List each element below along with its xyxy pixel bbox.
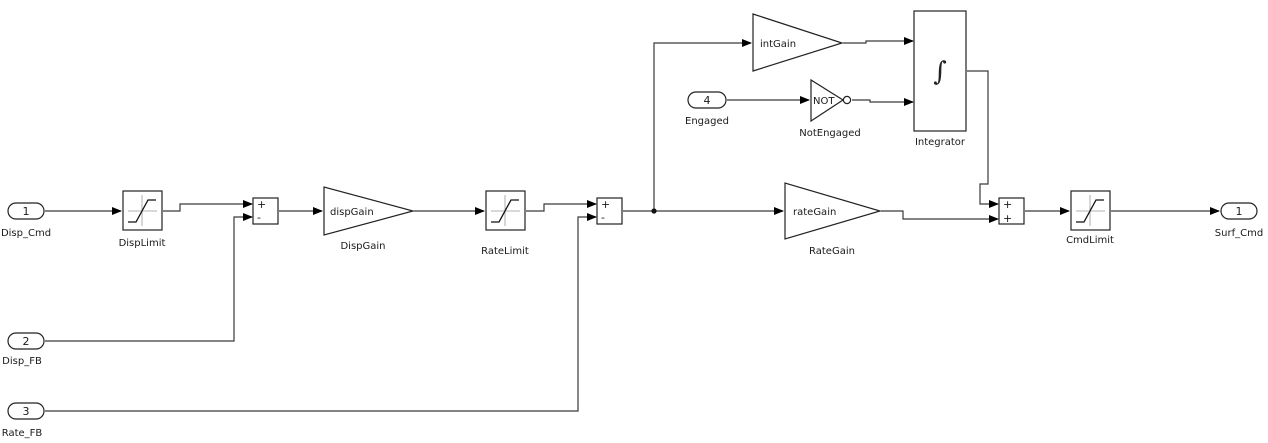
saturation-icon bbox=[128, 195, 157, 226]
saturation-block-ratelimit[interactable]: RateLimit bbox=[481, 190, 529, 257]
block-label: DispLimit bbox=[119, 238, 166, 249]
gain-block-intgain[interactable]: intGain bbox=[752, 13, 844, 72]
gain-block-dispgain[interactable]: dispGain DispGain bbox=[323, 186, 416, 252]
sum-sign: - bbox=[601, 211, 605, 224]
inport-number: 2 bbox=[23, 335, 30, 348]
signal-lines bbox=[45, 37, 1220, 412]
integrator-block[interactable]: ∫ Integrator bbox=[913, 10, 967, 148]
inport-engaged[interactable]: 4 Engaged bbox=[685, 91, 729, 127]
gain-param: rateGain bbox=[793, 207, 836, 218]
saturation-icon bbox=[491, 195, 520, 226]
branch-point bbox=[651, 208, 657, 214]
block-label: RateLimit bbox=[481, 246, 529, 257]
line-dispfb-sum1 bbox=[45, 213, 253, 342]
integral-icon: ∫ bbox=[933, 57, 947, 87]
line-displimit-sum1 bbox=[163, 200, 253, 212]
line-intgain-integrator bbox=[843, 37, 914, 45]
logic-op: NOT bbox=[813, 96, 835, 107]
inport-label: Disp_FB bbox=[2, 356, 42, 367]
block-label: DispGain bbox=[340, 241, 385, 252]
sum-sign: + bbox=[257, 198, 266, 211]
inport-label: Disp_Cmd bbox=[1, 228, 51, 239]
saturation-block-displimit[interactable]: DispLimit bbox=[119, 190, 166, 249]
sum-sign: + bbox=[601, 198, 610, 211]
block-label: CmdLimit bbox=[1066, 235, 1114, 246]
block-label: NotEngaged bbox=[799, 128, 861, 139]
inport-label: Engaged bbox=[685, 116, 729, 127]
inport-number: 3 bbox=[23, 405, 30, 418]
inport-label: Rate_FB bbox=[2, 428, 43, 439]
line-rategain-sum3 bbox=[881, 210, 999, 223]
outport-label: Surf_Cmd bbox=[1215, 228, 1263, 239]
inport-rate-fb[interactable]: 3 Rate_FB bbox=[2, 402, 45, 439]
inport-number: 1 bbox=[23, 205, 30, 218]
sum-sign: + bbox=[1003, 212, 1012, 225]
line-ratelimit-sum2 bbox=[526, 200, 597, 212]
outport-surf-cmd[interactable]: 1 Surf_Cmd bbox=[1215, 202, 1263, 239]
line-not-integrator bbox=[852, 98, 914, 106]
line-branch-intgain bbox=[653, 39, 752, 211]
outport-number: 1 bbox=[1236, 205, 1243, 218]
inport-disp-fb[interactable]: 2 Disp_FB bbox=[2, 332, 45, 367]
not-bubble bbox=[842, 95, 852, 105]
sum-block-2[interactable]: + - bbox=[596, 197, 623, 225]
saturation-block-cmdlimit[interactable]: CmdLimit bbox=[1066, 190, 1114, 246]
gain-block-rategain[interactable]: rateGain RateGain bbox=[784, 182, 883, 257]
sum-sign: + bbox=[1003, 198, 1012, 211]
sum-sign: - bbox=[257, 211, 261, 224]
line-ratefb-sum2 bbox=[45, 213, 597, 412]
line-integrator-sum3 bbox=[967, 70, 999, 208]
saturation-icon bbox=[1076, 195, 1105, 226]
gain-param: intGain bbox=[760, 39, 796, 50]
inport-number: 4 bbox=[704, 94, 711, 107]
inport-disp-cmd[interactable]: 1 Disp_Cmd bbox=[1, 202, 51, 239]
block-label: RateGain bbox=[809, 246, 855, 257]
sum-block-1[interactable]: + - bbox=[252, 197, 279, 225]
sum-block-3[interactable]: + + bbox=[998, 197, 1025, 225]
gain-param: dispGain bbox=[330, 207, 374, 218]
block-label: Integrator bbox=[915, 137, 966, 148]
logic-block-not[interactable]: NOT NotEngaged bbox=[799, 78, 861, 139]
